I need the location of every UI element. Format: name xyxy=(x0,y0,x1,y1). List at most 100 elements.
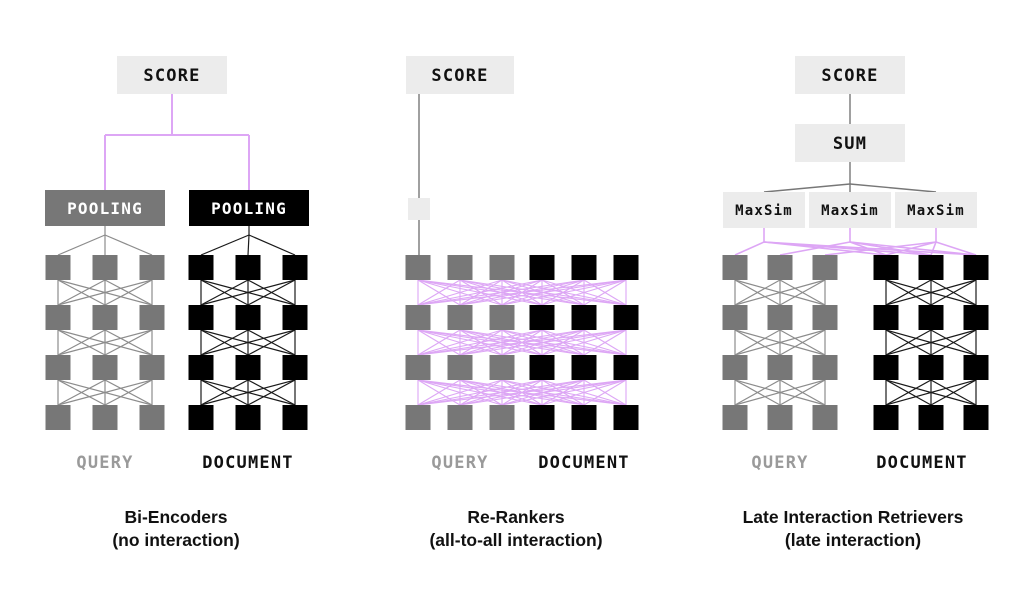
all-to-all-edge xyxy=(417,329,503,356)
query-tower-node xyxy=(447,405,473,430)
query-tower-edge xyxy=(104,379,153,406)
pooling-fanout xyxy=(247,234,250,256)
document-tower-edge xyxy=(200,329,249,356)
score-box xyxy=(406,56,514,94)
all-to-all-edge xyxy=(583,379,627,406)
query-tower-node xyxy=(92,255,118,280)
query-tower-node xyxy=(139,255,165,280)
query-tower-node xyxy=(447,305,473,330)
pooling-query-box xyxy=(45,190,165,226)
document-tower-node xyxy=(918,355,944,380)
all-to-all-edge xyxy=(459,279,627,306)
all-to-all-edge xyxy=(541,329,627,356)
document-tower-node xyxy=(613,405,639,430)
document-tower-edge xyxy=(885,379,977,406)
query-tower-node xyxy=(45,305,71,330)
all-to-all-edge xyxy=(583,329,627,356)
document-tower-node xyxy=(529,255,555,280)
pooling-fanout xyxy=(200,234,250,256)
query-tower-node xyxy=(489,355,515,380)
document-tower-node xyxy=(963,255,989,280)
document-tower-node xyxy=(235,255,261,280)
all-to-all-edge xyxy=(417,279,461,306)
all-to-all-edge xyxy=(501,379,627,406)
query-tower-node xyxy=(405,255,431,280)
document-tower-edge xyxy=(885,329,977,356)
all-to-all-edge xyxy=(417,379,503,406)
maxsim-document-link xyxy=(935,241,977,256)
query-tower-edge xyxy=(57,379,106,406)
query-tower-label: QUERY xyxy=(76,453,133,473)
all-to-all-edge xyxy=(417,279,543,306)
query-tower-node xyxy=(812,355,838,380)
query-tower-node xyxy=(45,255,71,280)
panel-caption-title: Re-Rankers xyxy=(467,507,565,527)
document-tower-label: DOCUMENT xyxy=(202,453,293,473)
document-tower-node xyxy=(918,255,944,280)
document-tower-node xyxy=(918,305,944,330)
maxsim-document-link xyxy=(930,241,937,256)
document-tower-node xyxy=(282,405,308,430)
pooling-fanout xyxy=(57,234,106,256)
document-tower-node xyxy=(282,255,308,280)
all-to-all-edge xyxy=(417,329,461,356)
query-tower-edge xyxy=(734,329,781,356)
pooling-fanout xyxy=(104,234,153,256)
document-tower-node xyxy=(963,405,989,430)
query-tower-node xyxy=(722,355,748,380)
document-tower-edge xyxy=(200,379,249,406)
all-to-all-edge xyxy=(417,379,627,406)
document-tower-node xyxy=(529,405,555,430)
document-tower-node xyxy=(235,405,261,430)
document-tower-node xyxy=(188,255,214,280)
document-tower-node xyxy=(282,355,308,380)
query-tower-edge xyxy=(734,279,826,306)
query-tower-node xyxy=(722,405,748,430)
query-tower-node xyxy=(405,305,431,330)
sum-box xyxy=(795,124,905,162)
query-tower-label: QUERY xyxy=(751,453,808,473)
query-tower-edge xyxy=(57,379,153,406)
document-tower-node xyxy=(873,405,899,430)
query-tower-edge xyxy=(734,279,781,306)
panel-caption-subtitle: (late interaction) xyxy=(785,530,921,550)
sum-label: SUM xyxy=(833,134,867,154)
document-tower-edge xyxy=(200,279,296,306)
query-tower-label: QUERY xyxy=(431,453,488,473)
query-tower-node xyxy=(489,405,515,430)
document-tower-node xyxy=(571,255,597,280)
document-tower-node xyxy=(571,405,597,430)
query-tower-node xyxy=(767,355,793,380)
query-tower-edge xyxy=(734,379,826,406)
document-tower-node xyxy=(188,305,214,330)
pooling-document-box xyxy=(189,190,309,226)
document-tower-edge xyxy=(200,329,296,356)
all-to-all-edge xyxy=(417,379,585,406)
all-to-all-edge xyxy=(417,279,585,306)
query-tower-node xyxy=(722,305,748,330)
score-box xyxy=(117,56,227,94)
query-tower-edge xyxy=(57,279,106,306)
document-tower-node xyxy=(571,305,597,330)
maxsim-document-link xyxy=(885,241,937,256)
query-tower-node xyxy=(45,405,71,430)
query-tower-edge xyxy=(57,329,153,356)
document-tower-node xyxy=(529,355,555,380)
document-tower-node xyxy=(613,305,639,330)
query-tower-node xyxy=(45,355,71,380)
score-label: SCORE xyxy=(143,66,200,86)
all-to-all-edge xyxy=(501,329,627,356)
document-tower-node xyxy=(613,355,639,380)
document-tower-node xyxy=(963,355,989,380)
document-tower-edge xyxy=(200,279,249,306)
document-tower-label: DOCUMENT xyxy=(538,453,629,473)
document-tower-edge xyxy=(885,279,932,306)
all-to-all-edge xyxy=(417,379,461,406)
document-tower-node xyxy=(529,305,555,330)
sum-maxsim-connector xyxy=(849,183,937,193)
query-tower-node xyxy=(405,405,431,430)
query-tower-edge xyxy=(104,329,153,356)
